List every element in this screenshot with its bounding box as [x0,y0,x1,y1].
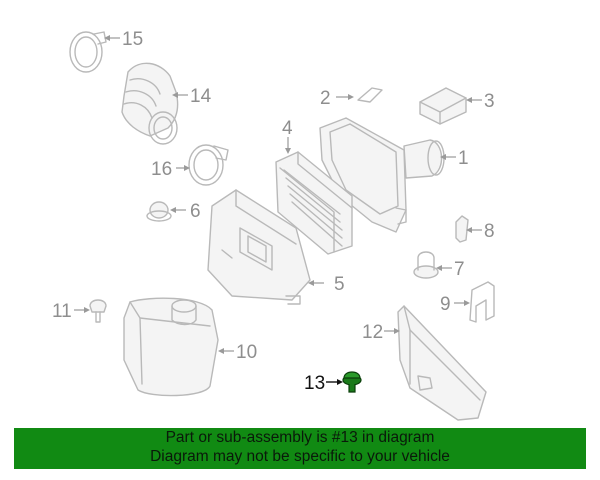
callout-4: 4 [282,118,293,154]
part-7-mount [413,251,439,279]
callout-6: 6 [170,201,201,222]
callout-11: 11 [52,301,90,322]
callout-7: 7 [436,259,465,280]
callout-2: 2 [320,88,354,109]
part-10-resonator [123,297,219,397]
callout-label-9: 9 [440,294,451,315]
callout-10: 10 [218,342,257,363]
callout-9: 9 [440,294,470,315]
part-1-upper-case [319,117,445,233]
banner-line-part: Part or sub-assembly is #13 in diagram [165,429,435,446]
part-2-clip [357,87,383,103]
banner-line-disclaimer: Diagram may not be specific to your vehi… [150,448,450,465]
part-12-duct [397,305,487,421]
part-15-clamp [69,31,107,73]
part-4-air-filter [275,151,353,255]
part-11-bolt [89,299,107,323]
callout-16: 16 [151,159,190,180]
part-8-pin [455,215,469,243]
callout-label-13: 13 [304,373,325,394]
part-9-bracket [469,281,495,323]
callout-15: 15 [104,29,143,50]
callout-14: 14 [172,86,212,107]
callout-8: 8 [466,221,495,242]
callout-label-6: 6 [190,201,201,222]
part-6-grommet [146,201,172,222]
callout-label-1: 1 [458,148,469,169]
part-3-sensor [419,87,467,125]
part-14-intake-hose [121,62,179,145]
parts-diagram: 15 14 16 6 2 [52,29,495,421]
callout-label-5: 5 [334,274,345,295]
notice-banner: Part or sub-assembly is #13 in diagram D… [14,428,586,469]
callout-label-14: 14 [190,86,212,107]
callout-12: 12 [362,322,400,343]
callout-label-2: 2 [320,88,331,109]
callout-13: 13 [304,373,343,394]
callout-label-3: 3 [484,91,495,112]
callout-5: 5 [308,274,345,295]
callout-label-11: 11 [52,301,72,322]
callout-1: 1 [440,148,469,169]
callout-label-10: 10 [236,342,257,363]
callout-label-7: 7 [454,259,465,280]
part-5-lower-case [207,189,311,305]
part-13-bolt-highlighted [342,371,362,393]
part-16-clamp [188,144,229,186]
callout-label-16: 16 [151,159,172,180]
callout-label-12: 12 [362,322,383,343]
callout-3: 3 [466,91,495,112]
callout-label-15: 15 [122,29,143,50]
callout-label-8: 8 [484,221,495,242]
callout-label-4: 4 [282,118,293,139]
